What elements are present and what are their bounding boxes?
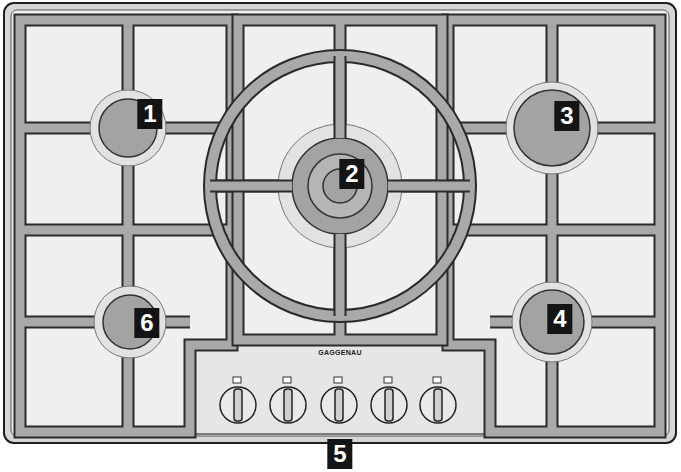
left-grate-outline <box>20 20 232 432</box>
knob-handle <box>385 389 393 421</box>
knob-body <box>420 387 456 423</box>
callout-number: 2 <box>339 159 364 189</box>
control-panel <box>190 342 490 434</box>
control-knobs <box>220 377 456 423</box>
knob <box>321 377 357 423</box>
knob-body <box>321 387 357 423</box>
wok-ring <box>210 56 470 316</box>
burner-cap <box>520 290 584 354</box>
wok-burner-outer <box>292 138 388 234</box>
knob-symbol <box>433 377 441 383</box>
hob-surface <box>11 10 669 436</box>
wok-burner-ring <box>278 124 402 248</box>
burner-ring <box>94 286 166 358</box>
knob <box>371 377 407 423</box>
right-grate <box>448 20 660 432</box>
wok-support-outline <box>210 56 470 316</box>
pan-supports <box>20 20 660 432</box>
knob-symbol <box>283 377 291 383</box>
callout-number: 4 <box>547 304 572 334</box>
knob-body <box>371 387 407 423</box>
middle-grate-outline <box>210 20 470 340</box>
burner-ring <box>90 90 166 166</box>
knob-body <box>220 387 256 423</box>
middle-grate <box>210 20 470 340</box>
wok-ring-outline <box>210 56 470 316</box>
knob-handle <box>335 389 343 421</box>
hob-frame <box>4 3 676 443</box>
wok-support <box>210 56 470 316</box>
knob <box>420 377 456 423</box>
knob-handle <box>284 389 292 421</box>
knob <box>220 377 256 423</box>
knob-symbol <box>334 377 342 383</box>
knob-body <box>270 387 306 423</box>
right-grate-outline <box>448 20 660 432</box>
wok-supports <box>210 56 470 316</box>
callout-number: 6 <box>134 308 159 338</box>
callout-number: 3 <box>554 101 579 131</box>
callout-number: 5 <box>327 439 352 469</box>
left-grate <box>20 20 232 432</box>
knob-symbol <box>384 377 392 383</box>
burner-ring <box>506 82 598 174</box>
burner-cap <box>514 90 590 166</box>
knob-handle <box>234 389 242 421</box>
knob-handle <box>434 389 442 421</box>
callout-number: 1 <box>137 99 162 129</box>
knob <box>270 377 306 423</box>
wok-burner-middle <box>308 154 372 218</box>
brand-label: GAGGENAU <box>317 349 363 357</box>
burner-ring <box>512 282 592 362</box>
knob-symbol <box>233 377 241 383</box>
